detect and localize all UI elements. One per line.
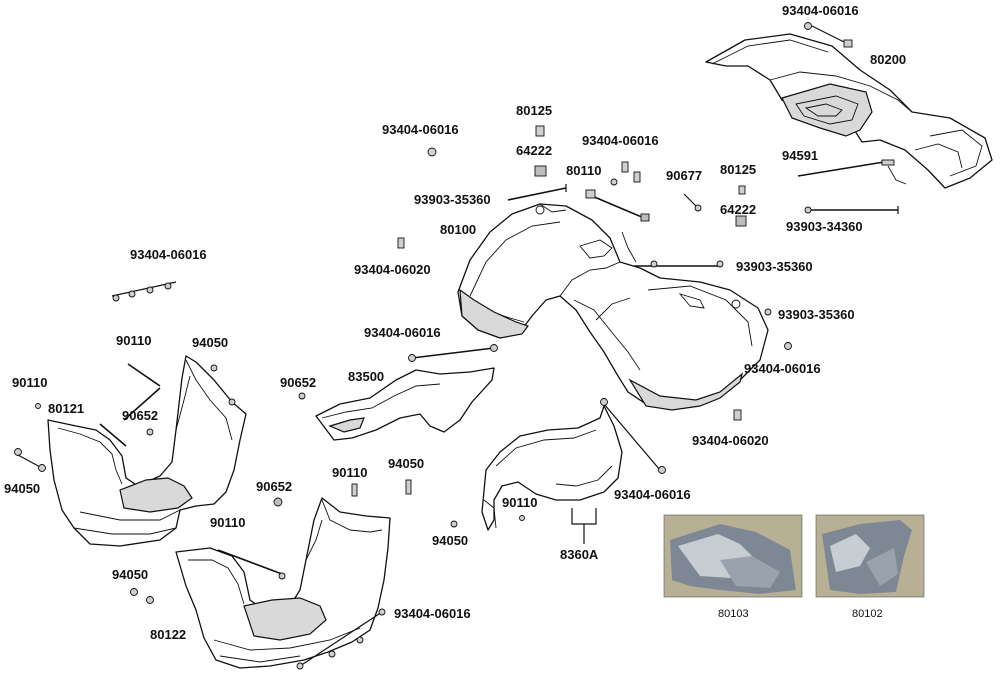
label-93404-06016: 93404-06016 <box>394 606 471 621</box>
label-80122: 80122 <box>150 627 186 642</box>
left-footrest-80121 <box>47 355 247 547</box>
hardware <box>14 22 907 670</box>
label-94050: 94050 <box>4 481 40 496</box>
inner-guard-83500 <box>315 367 495 441</box>
label-90677: 90677 <box>666 168 702 183</box>
label-83500: 83500 <box>348 369 384 384</box>
label-90110: 90110 <box>332 465 367 480</box>
label-93903-34360: 93903-34360 <box>786 219 863 234</box>
label-93404-06020: 93404-06020 <box>692 433 769 448</box>
label-80100: 80100 <box>440 222 476 237</box>
front-fender-80100 <box>457 203 769 411</box>
label-94050: 94050 <box>388 456 424 471</box>
caption-80102: 80102 <box>852 608 883 620</box>
label-94050: 94050 <box>192 335 228 350</box>
label-90652: 90652 <box>256 479 292 494</box>
label-80125: 80125 <box>516 103 552 118</box>
label-93404-06016: 93404-06016 <box>744 361 821 376</box>
photo-80103 <box>663 514 803 598</box>
photo-80102 <box>815 514 925 598</box>
label-90110: 90110 <box>210 515 245 530</box>
label-64222: 64222 <box>720 202 756 217</box>
label-93404-06016: 93404-06016 <box>782 3 859 18</box>
label-93404-06020: 93404-06020 <box>354 262 431 277</box>
label-90110: 90110 <box>116 333 151 348</box>
label-90110: 90110 <box>12 375 47 390</box>
label-93404-06016: 93404-06016 <box>582 133 659 148</box>
label-93903-35360: 93903-35360 <box>414 192 491 207</box>
label-93404-06016: 93404-06016 <box>364 325 441 340</box>
label-90652: 90652 <box>280 375 316 390</box>
label-93404-06016: 93404-06016 <box>382 122 459 137</box>
right-footrest-80122 <box>175 497 391 669</box>
label-94050: 94050 <box>112 567 148 582</box>
label-93903-35360: 93903-35360 <box>778 307 855 322</box>
label-90110: 90110 <box>502 495 537 510</box>
label-94050: 94050 <box>432 533 468 548</box>
label-80110: 80110 <box>566 163 601 178</box>
label-80200: 80200 <box>870 52 906 67</box>
mud-flap-8360a <box>481 405 623 531</box>
label-80121: 80121 <box>48 401 84 416</box>
label-93404-06016: 93404-06016 <box>614 487 691 502</box>
caption-80103: 80103 <box>718 608 749 620</box>
label-90652: 90652 <box>122 408 158 423</box>
label-93903-35360: 93903-35360 <box>736 259 813 274</box>
rear-fender-80200 <box>705 33 993 189</box>
label-94591: 94591 <box>782 148 818 163</box>
part-labels: 93404-06016 80200 80125 93404-06016 6422… <box>4 3 906 642</box>
label-80125: 80125 <box>720 162 756 177</box>
label-93404-06016: 93404-06016 <box>130 247 207 262</box>
label-8360a: 8360A <box>560 547 599 562</box>
label-64222: 64222 <box>516 143 552 158</box>
